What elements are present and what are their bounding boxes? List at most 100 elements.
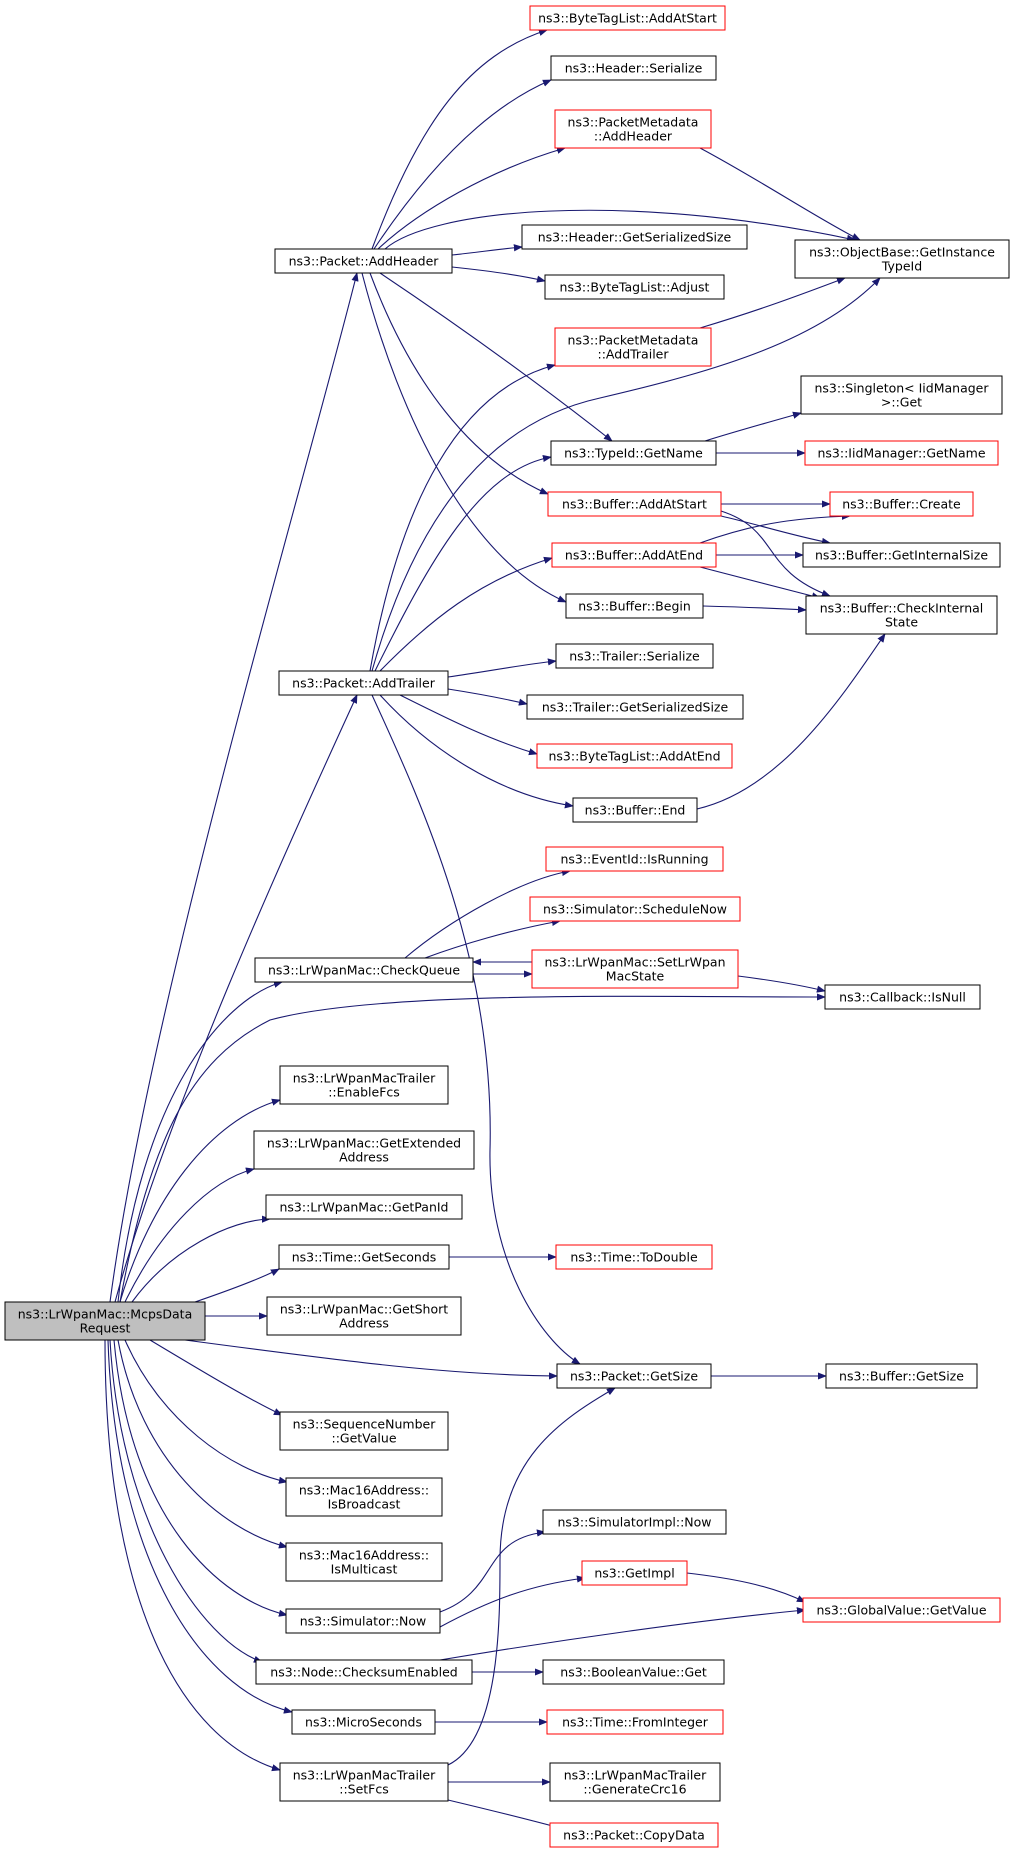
node-addHeader[interactable]: ns3::Packet::AddHeader	[274, 248, 453, 274]
edge-simNow-to-simImplNow	[439, 1529, 546, 1613]
node-box	[555, 643, 714, 669]
node-label: ns3::Header::Serialize	[565, 61, 703, 76]
edge-setFcs-to-packetGetSize	[447, 1387, 616, 1766]
node-pmAddTrailer[interactable]: ns3::PacketMetadata::AddTrailer	[554, 327, 712, 367]
edge-typeIdGetName-to-singletonGet	[704, 411, 802, 442]
node-box	[285, 1542, 443, 1582]
edge-root-to-getPanId	[131, 1215, 271, 1303]
node-simNow[interactable]: ns3::Simulator::Now	[285, 1608, 441, 1634]
node-headerSerialize[interactable]: ns3::Header::Serialize	[550, 55, 717, 81]
node-btlAddAtEnd[interactable]: ns3::ByteTagList::AddAtEnd	[536, 743, 733, 769]
node-microSeconds[interactable]: ns3::MicroSeconds	[291, 1709, 436, 1735]
node-label: ns3::LrWpanMacTrailer::EnableFcs	[293, 1071, 436, 1100]
node-box	[529, 5, 726, 31]
edge-root-to-microSeconds	[107, 1339, 293, 1714]
node-callbackIsNull[interactable]: ns3::Callback::IsNull	[824, 984, 981, 1010]
node-addTrailer[interactable]: ns3::Packet::AddTrailer	[278, 670, 449, 696]
node-box	[278, 670, 449, 696]
node-headerGetSize[interactable]: ns3::Header::GetSerializedSize	[521, 224, 748, 250]
node-label: ns3::PacketMetadata::AddTrailer	[568, 333, 699, 362]
node-label: ns3::LrWpanMac::CheckQueue	[268, 963, 460, 978]
edge-addTrailer-to-btlAddAtEnd	[399, 694, 538, 756]
node-bufCreate[interactable]: ns3::Buffer::Create	[829, 491, 974, 517]
node-box	[279, 1762, 449, 1802]
node-trailerSerialize[interactable]: ns3::Trailer::Serialize	[555, 643, 714, 669]
node-eventIsRunning[interactable]: ns3::EventId::IsRunning	[545, 846, 724, 872]
edge-root-to-callbackIsNull	[119, 993, 826, 1303]
node-box	[794, 239, 1010, 279]
node-btlAdjust[interactable]: ns3::ByteTagList::Adjust	[544, 274, 725, 300]
edges-layer	[104, 29, 886, 1830]
node-label: ns3::Packet::AddHeader	[289, 254, 440, 269]
node-boolGet[interactable]: ns3::BooleanValue::Get	[542, 1659, 725, 1685]
node-setFcs[interactable]: ns3::LrWpanMacTrailer::SetFcs	[279, 1762, 449, 1802]
node-box	[278, 1244, 450, 1270]
node-box	[254, 957, 474, 983]
node-label: ns3::PacketMetadata::AddHeader	[568, 115, 699, 144]
node-btlAddAtStart[interactable]: ns3::ByteTagList::AddAtStart	[529, 5, 726, 31]
node-bufBegin[interactable]: ns3::Buffer::Begin	[565, 593, 704, 619]
edge-addHeader-to-objGetInstance	[384, 209, 856, 250]
node-trailerGetSize[interactable]: ns3::Trailer::GetSerializedSize	[526, 694, 744, 720]
node-bufAddAtEnd[interactable]: ns3::Buffer::AddAtEnd	[551, 542, 717, 568]
node-box	[266, 1296, 462, 1336]
edge-addTrailer-to-packetGetSize	[371, 694, 581, 1365]
node-packetGetSize[interactable]: ns3::Packet::GetSize	[556, 1363, 712, 1389]
node-packetCopyData[interactable]: ns3::Packet::CopyData	[549, 1822, 719, 1848]
node-label: ns3::GetImpl	[594, 1566, 674, 1581]
node-box	[279, 1411, 449, 1451]
node-isBroadcast[interactable]: ns3::Mac16Address::IsBroadcast	[285, 1477, 443, 1517]
node-typeIdGetName[interactable]: ns3::TypeId::GetName	[550, 440, 717, 466]
node-getImpl[interactable]: ns3::GetImpl	[581, 1560, 688, 1586]
node-simImplNow[interactable]: ns3::SimulatorImpl::Now	[542, 1509, 727, 1535]
node-label: ns3::BooleanValue::Get	[560, 1665, 707, 1680]
node-box	[291, 1709, 436, 1735]
node-checksumEnabled[interactable]: ns3::Node::ChecksumEnabled	[255, 1659, 473, 1685]
node-box	[542, 1659, 725, 1685]
node-bufEnd[interactable]: ns3::Buffer::End	[572, 797, 698, 823]
node-globalGetValue[interactable]: ns3::GlobalValue::GetValue	[802, 1597, 1001, 1623]
node-enableFcs[interactable]: ns3::LrWpanMacTrailer::EnableFcs	[279, 1065, 449, 1105]
node-box	[544, 274, 725, 300]
node-bufGetSize[interactable]: ns3::Buffer::GetSize	[825, 1363, 978, 1389]
node-bufGetInternalSize[interactable]: ns3::Buffer::GetInternalSize	[802, 542, 1001, 568]
node-singletonGet[interactable]: ns3::Singleton< IidManager>::Get	[800, 375, 1003, 415]
node-getSeconds[interactable]: ns3::Time::GetSeconds	[278, 1244, 450, 1270]
node-getPanId[interactable]: ns3::LrWpanMac::GetPanId	[265, 1194, 463, 1220]
edge-root-to-isMulticast	[117, 1339, 288, 1549]
edge-bufAddAtEnd-to-bufCheckInternal	[699, 566, 821, 600]
node-isMulticast[interactable]: ns3::Mac16Address::IsMulticast	[285, 1542, 443, 1582]
node-box	[804, 440, 999, 466]
node-label: ns3::Time::GetSeconds	[292, 1250, 437, 1265]
node-timeFromInteger[interactable]: ns3::Time::FromInteger	[546, 1709, 724, 1735]
edge-root-to-seqGetValue	[149, 1339, 283, 1416]
node-checkQueue[interactable]: ns3::LrWpanMac::CheckQueue	[254, 957, 474, 983]
node-box	[556, 1363, 712, 1389]
node-genCrc16[interactable]: ns3::LrWpanMacTrailer::GenerateCrc16	[549, 1762, 721, 1802]
node-box	[825, 1363, 978, 1389]
node-pmAddHeader[interactable]: ns3::PacketMetadata::AddHeader	[554, 109, 712, 149]
edge-root-to-getExtAddr	[124, 1167, 255, 1303]
edge-simNow-to-getImpl	[439, 1575, 586, 1628]
node-label: ns3::ByteTagList::Adjust	[560, 280, 710, 295]
edge-addTrailer-to-trailerSerialize	[447, 658, 557, 678]
edge-root-to-addHeader	[109, 272, 359, 1303]
node-timeToDouble[interactable]: ns3::Time::ToDouble	[555, 1244, 713, 1270]
node-box	[545, 846, 724, 872]
node-seqGetValue[interactable]: ns3::SequenceNumber::GetValue	[279, 1411, 449, 1451]
node-box	[565, 593, 704, 619]
node-bufAddAtStart[interactable]: ns3::Buffer::AddAtStart	[547, 491, 722, 517]
node-label: ns3::LrWpanMacTrailer::GenerateCrc16	[564, 1768, 707, 1797]
node-simScheduleNow[interactable]: ns3::Simulator::ScheduleNow	[529, 896, 741, 922]
node-box	[265, 1194, 463, 1220]
node-iidGetName[interactable]: ns3::IidManager::GetName	[804, 440, 999, 466]
edge-bufEnd-to-bufCheckInternal	[696, 633, 886, 810]
